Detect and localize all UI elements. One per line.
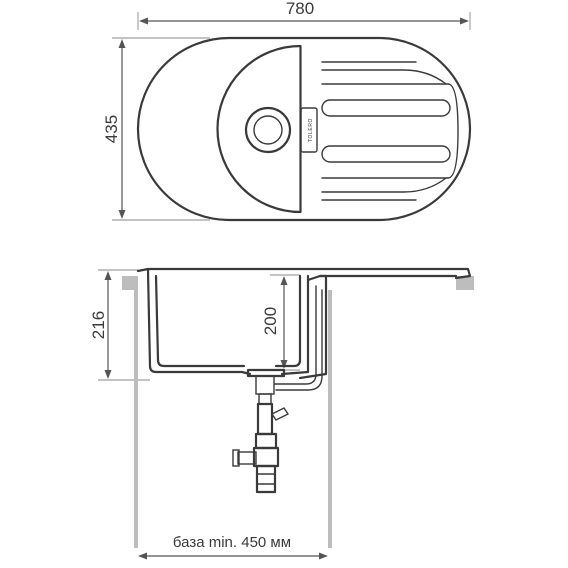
round-bowl xyxy=(216,44,302,214)
height-label: 216 xyxy=(89,311,108,339)
top-view: 780 435 TOLERO xyxy=(102,0,472,222)
depth-dimension: 435 xyxy=(102,37,210,221)
width-label: 780 xyxy=(286,0,314,18)
width-dimension: 780 xyxy=(137,0,471,30)
cabinet-wall-left xyxy=(134,290,138,548)
side-view: 216 200 xyxy=(89,267,474,560)
brand-mark: TOLERO xyxy=(308,118,314,142)
bowl-depth-label: 200 xyxy=(261,307,280,335)
drain-assembly xyxy=(232,368,290,494)
overflow-pipe xyxy=(273,285,323,391)
height-dimension: 216 xyxy=(89,269,150,381)
cabinet-wall-right xyxy=(328,290,332,548)
cabinet-base-dimension: база min. 450 мм xyxy=(138,534,328,560)
brand-plate: TOLERO xyxy=(300,107,318,153)
depth-label: 435 xyxy=(102,115,121,143)
countertop-right xyxy=(456,276,474,290)
sink-profile xyxy=(136,267,472,376)
sink-outline-top xyxy=(136,36,472,222)
countertop-left xyxy=(122,276,138,290)
sink-inner-profile xyxy=(154,274,328,380)
bowl-depth-dimension: 200 xyxy=(261,274,300,371)
cabinet-base-label: база min. 450 мм xyxy=(173,534,291,551)
drain-top xyxy=(244,106,292,154)
drainer-grooves xyxy=(321,61,459,201)
